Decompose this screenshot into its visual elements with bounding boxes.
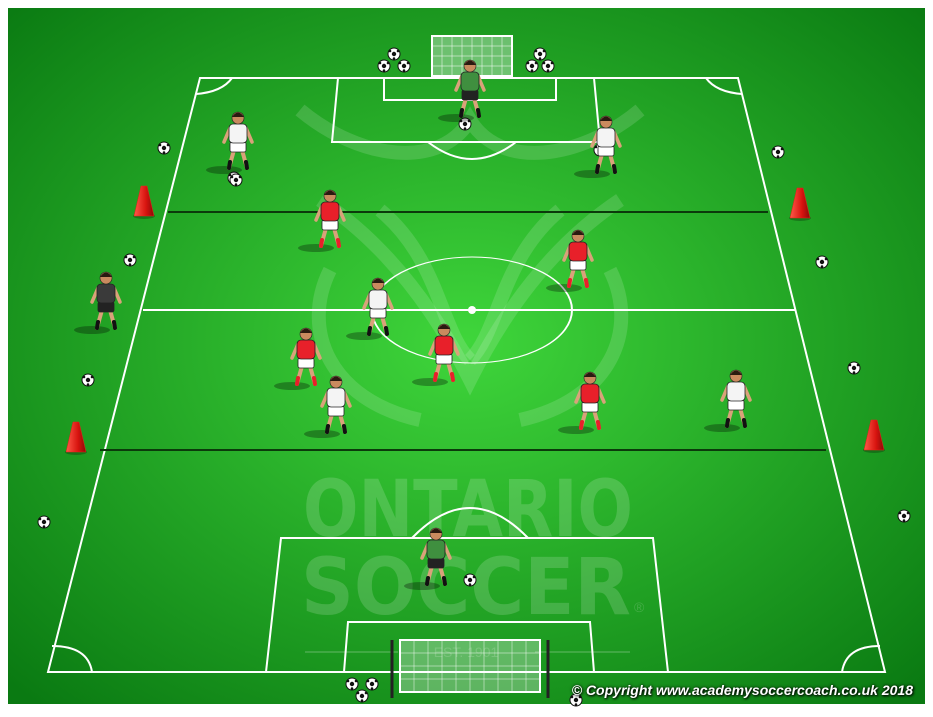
ball-icon — [124, 254, 136, 266]
watermark-registered: ® — [634, 599, 645, 615]
ball-icon — [526, 60, 538, 72]
ball-icon — [158, 142, 170, 154]
copyright-text: © Copyright www.academysoccercoach.co.uk… — [572, 682, 913, 698]
bottom-goal — [392, 640, 548, 698]
ball-icon — [38, 516, 50, 528]
watermark-line1: ONTARIO — [303, 465, 633, 555]
ball-icon — [388, 48, 400, 60]
watermark-line2: SOCCER — [301, 543, 631, 633]
ball-icon — [816, 256, 828, 268]
center-spot — [468, 306, 476, 314]
ball-icon — [366, 678, 378, 690]
ball-icon — [772, 146, 784, 158]
ball-icon — [464, 574, 476, 586]
ball-icon — [82, 374, 94, 386]
ball-icon — [534, 48, 546, 60]
ball-icon — [542, 60, 554, 72]
ball-icon — [230, 174, 242, 186]
ball-icon — [378, 60, 390, 72]
ball-icon — [346, 678, 358, 690]
ball-icon — [898, 510, 910, 522]
ball-icon — [848, 362, 860, 374]
ball-icon — [356, 690, 368, 702]
ball-icon — [398, 60, 410, 72]
